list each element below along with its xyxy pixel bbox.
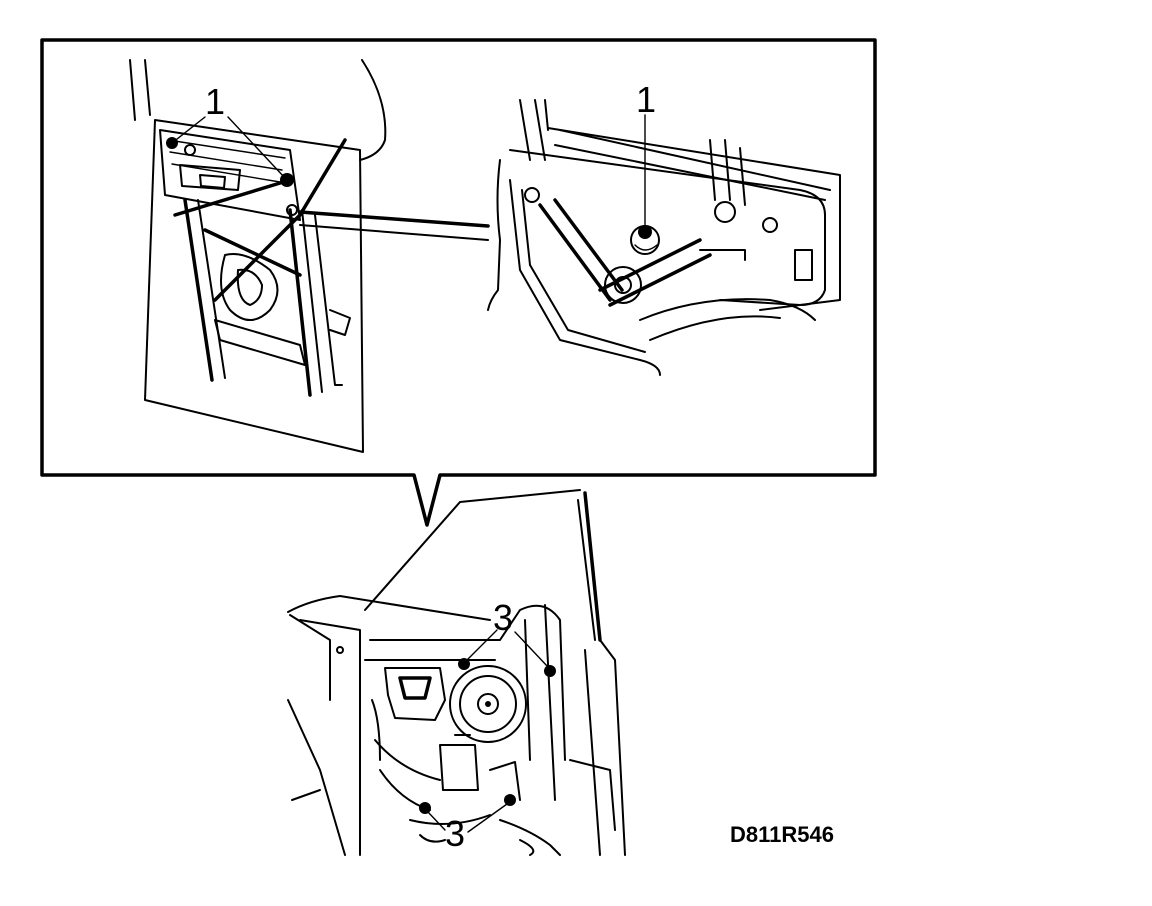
- door-label-3-upper: 3: [493, 597, 513, 638]
- door-interior-illustration: [287, 489, 626, 856]
- door-label-3-lower: 3: [445, 813, 465, 854]
- left-detail-label-1: 1: [205, 81, 225, 122]
- figure-code: D811R546: [730, 822, 834, 847]
- projection-lines: [298, 138, 490, 241]
- right-detail-label-1: 1: [636, 79, 656, 120]
- detail-callout-frame: [40, 38, 877, 527]
- window-regulator-illustration: [129, 59, 387, 453]
- regulator-closeup-illustration: [487, 99, 841, 376]
